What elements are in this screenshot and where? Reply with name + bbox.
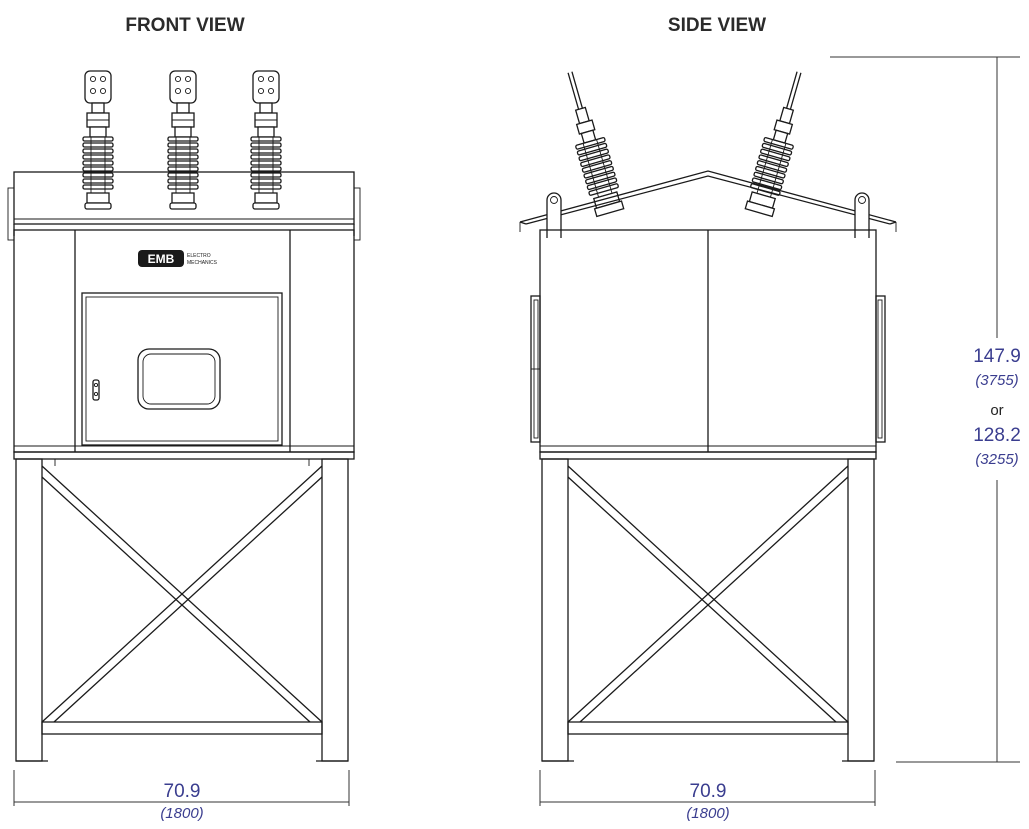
height-value-2: 128.2 [973,425,1021,446]
door-window [137,348,221,410]
height-dimension: 147.9 (3755) or 128.2 (3255) [830,56,1021,763]
cabinet-door [81,292,283,446]
lifting-lug-left [546,192,562,238]
logo-line2: MECHANICS [187,260,218,266]
front-view-title: FRONT VIEW [125,15,244,36]
height-metric-2: (3255) [975,451,1018,468]
emb-logo: EMB ELECTRO MECHANICS [138,250,218,267]
front-bushing-center [167,70,199,210]
side-view-title: SIDE VIEW [668,15,766,36]
front-bushing-left [82,70,114,210]
side-bushing-left [554,67,626,218]
front-width-metric: (1800) [160,805,203,822]
height-value-1: 147.9 [973,346,1021,367]
front-view-drawing: EMB ELECTRO MECHANICS [7,70,361,762]
logo-line1: ELECTRO [187,253,211,259]
front-width-value: 70.9 [164,781,201,802]
front-width-dimension: 70.9 (1800) [13,770,350,822]
logo-mark: EMB [148,252,175,266]
side-width-value: 70.9 [690,781,727,802]
lifting-lug-right [854,192,870,238]
side-width-dimension: 70.9 (1800) [539,770,876,822]
front-bushing-right [250,70,282,210]
door-handle [92,379,100,401]
height-or-label: or [990,402,1003,419]
side-view-drawing [519,67,897,762]
height-metric-1: (3755) [975,372,1018,389]
side-width-metric: (1800) [686,805,729,822]
